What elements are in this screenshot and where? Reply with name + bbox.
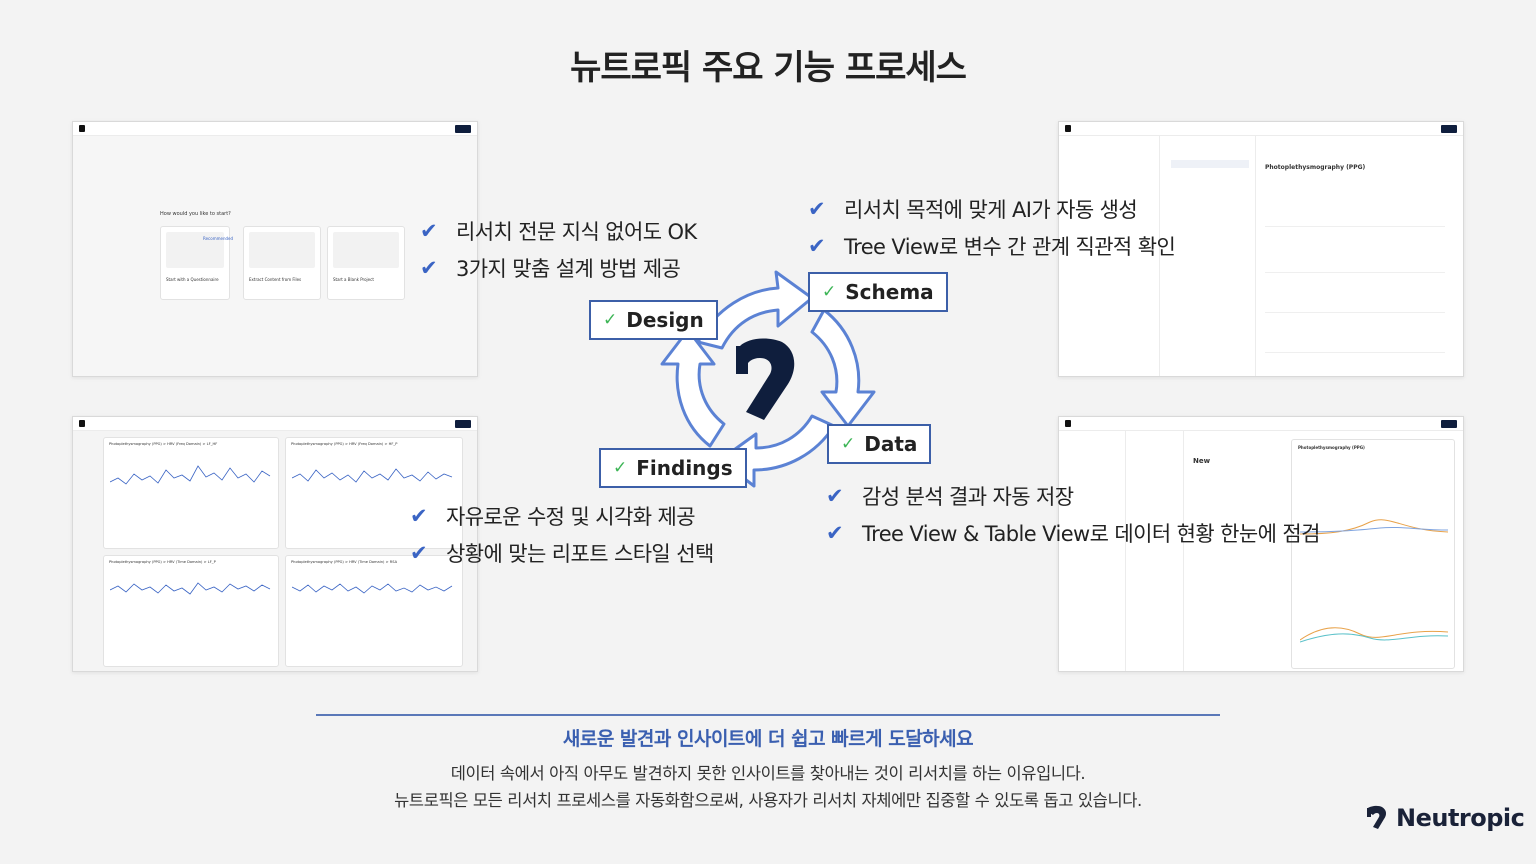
findings-line-chart	[110, 465, 271, 485]
data-curve-chart	[1300, 627, 1448, 643]
brand-logo: Neutropic	[1366, 804, 1525, 832]
findings-chart-card: Photoplethysmography (PPG) > HRV (Time D…	[285, 555, 463, 667]
findings-line-chart	[292, 583, 453, 594]
option-card-extract: Extract Content from Files	[243, 226, 321, 300]
stage-name: Findings	[636, 456, 733, 480]
data-checklist: ✔감성 분석 결과 자동 저장 ✔Tree View & Table View로…	[826, 477, 1320, 551]
app-topbar	[1059, 417, 1463, 431]
stage-label-design: ✓ Design	[589, 300, 718, 340]
option-card-label: Start with a Questionnaire	[166, 277, 219, 282]
list-item: ✔감성 분석 결과 자동 저장	[826, 483, 1074, 509]
check-icon: ✔	[826, 483, 844, 508]
stage-name: Schema	[845, 280, 934, 304]
schema-detail-title: Photoplethysmography (PPG)	[1265, 164, 1366, 171]
app-topbar	[73, 122, 477, 136]
data-new-label: New	[1193, 457, 1211, 465]
neutropic-logo-icon	[1367, 805, 1387, 829]
check-icon: ✔	[410, 503, 428, 528]
schema-checklist: ✔리서치 목적에 맞게 AI가 자동 생성 ✔Tree View로 변수 간 관…	[808, 190, 1176, 264]
data-panel-title: Photoplethysmography (PPG)	[1298, 445, 1365, 450]
findings-screenshot: Photoplethysmography (PPG) > HRV (Freq D…	[72, 416, 478, 672]
description-line-2: 뉴트로픽은 모든 리서치 프로세스를 자동화함으로써, 사용자가 리서치 자체에…	[394, 791, 1142, 810]
check-icon: ✓	[613, 458, 628, 478]
list-item: ✔Tree View로 변수 간 관계 직관적 확인	[808, 233, 1176, 259]
export-button	[455, 420, 471, 428]
check-icon: ✔	[410, 540, 428, 565]
stage-label-schema: ✓ Schema	[808, 272, 948, 312]
option-card-label: Start a Blank Project	[333, 277, 374, 282]
stage-name: Design	[626, 308, 704, 332]
list-item: ✔리서치 전문 지식 없어도 OK	[420, 218, 697, 244]
findings-chart-title: Photoplethysmography (PPG) > HRV (Time D…	[109, 560, 216, 564]
recommended-badge: Recommended	[203, 236, 234, 241]
app-logo-icon	[79, 420, 85, 427]
findings-chart-title: Photoplethysmography (PPG) > HRV (Freq D…	[109, 442, 218, 446]
brand-name: Neutropic	[1396, 804, 1525, 832]
description-line-1: 데이터 속에서 아직 아무도 발견하지 못한 인사이트를 찾아내는 것이 리서치…	[450, 764, 1086, 783]
cycle-arrows-icon	[660, 270, 876, 488]
check-icon: ✔	[420, 218, 438, 243]
app-logo-icon	[1065, 420, 1071, 427]
divider	[316, 714, 1220, 716]
export-button	[1441, 125, 1457, 133]
check-icon: ✔	[826, 520, 844, 545]
app-logo-icon	[79, 125, 85, 132]
findings-chart-card: Photoplethysmography (PPG) > HRV (Freq D…	[103, 437, 279, 549]
check-icon: ✓	[603, 310, 618, 330]
findings-checklist: ✔자유로운 수정 및 시각화 제공 ✔상황에 맞는 리포트 스타일 선택	[410, 497, 714, 571]
data-screenshot: New Photoplethysmography (PPG)	[1058, 416, 1464, 672]
check-icon: ✓	[822, 282, 837, 302]
design-question: How would you like to start?	[160, 211, 231, 217]
tagline: 새로운 발견과 인사이트에 더 쉽고 빠르게 도달하세요	[562, 728, 974, 750]
findings-chart-title: Photoplethysmography (PPG) > HRV (Freq D…	[291, 442, 398, 446]
check-icon: ✔	[808, 196, 826, 221]
schema-screenshot: Photoplethysmography (PPG)	[1058, 121, 1464, 377]
list-item: ✔Tree View & Table View로 데이터 현황 한눈에 점검	[826, 520, 1320, 546]
stage-name: Data	[864, 432, 918, 456]
list-item: ✔리서치 목적에 맞게 AI가 자동 생성	[808, 196, 1138, 222]
check-icon: ✓	[841, 434, 856, 454]
neutropic-logo-icon	[736, 338, 795, 420]
data-side-panel: Photoplethysmography (PPG)	[1291, 439, 1455, 669]
check-icon: ✔	[808, 233, 826, 258]
findings-chart-title: Photoplethysmography (PPG) > HRV (Time D…	[291, 560, 398, 564]
design-checklist: ✔리서치 전문 지식 없어도 OK ✔3가지 맞춤 설계 방법 제공	[420, 212, 697, 286]
data-curve-chart	[1300, 519, 1448, 535]
design-screenshot: How would you like to start? Recommended…	[72, 121, 478, 377]
findings-line-chart	[110, 582, 271, 595]
cycle-diagram	[660, 270, 876, 488]
app-topbar	[73, 417, 477, 431]
app-topbar	[1059, 122, 1463, 136]
app-logo-icon	[1065, 125, 1071, 132]
option-card-thumbnail	[249, 232, 315, 268]
findings-chart-card: Photoplethysmography (PPG) > HRV (Time D…	[103, 555, 279, 667]
stage-label-data: ✓ Data	[827, 424, 932, 464]
option-card-questionnaire: Recommended Start with a Questionnaire	[160, 226, 234, 300]
option-card-thumbnail	[166, 232, 224, 268]
option-card-label: Extract Content from Files	[249, 277, 302, 282]
list-item: ✔3가지 맞춤 설계 방법 제공	[420, 255, 681, 281]
stage-label-findings: ✓ Findings	[599, 448, 747, 488]
option-card-blank: Start a Blank Project	[327, 226, 405, 300]
check-icon: ✔	[420, 255, 438, 280]
export-button	[455, 125, 471, 133]
findings-chart-card: Photoplethysmography (PPG) > HRV (Freq D…	[285, 437, 463, 549]
findings-line-chart	[292, 468, 453, 483]
list-item: ✔자유로운 수정 및 시각화 제공	[410, 503, 696, 529]
option-card-thumbnail	[333, 232, 399, 268]
page-title: 뉴트로픽 주요 기능 프로세스	[570, 48, 967, 88]
export-button	[1441, 420, 1457, 428]
list-item: ✔상황에 맞는 리포트 스타일 선택	[410, 540, 714, 566]
